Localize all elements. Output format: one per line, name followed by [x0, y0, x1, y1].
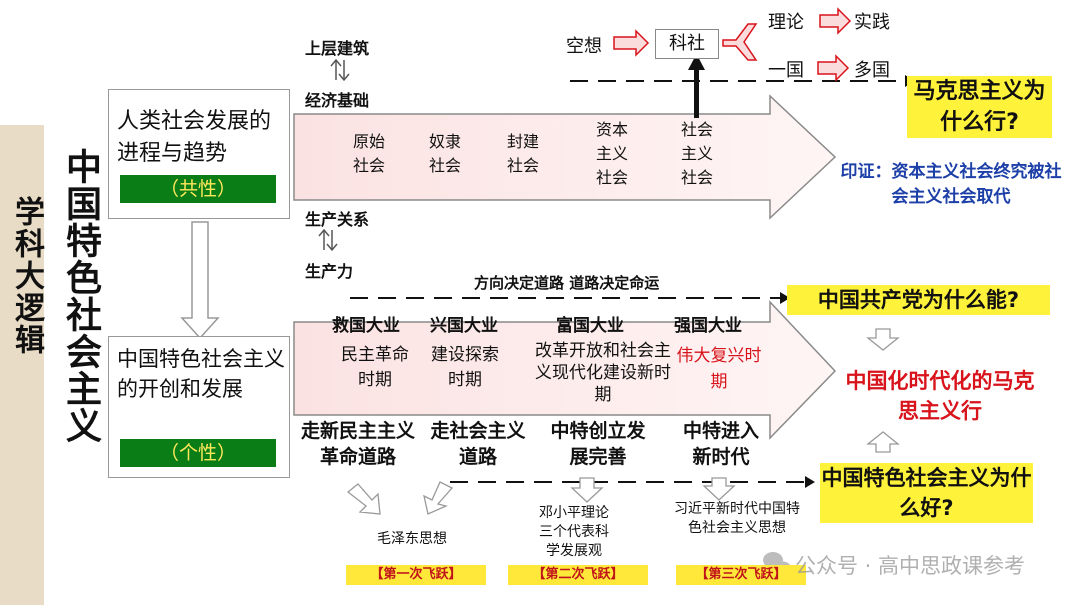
label-relations: 生产关系 [305, 210, 370, 229]
era-save-nation: 救国大业 [332, 316, 400, 336]
label-forces: 生产力 [305, 262, 354, 281]
jump-third: 【第三次飞跃】 [676, 565, 806, 585]
road-csc-founded: 中特创立发展完善 [550, 420, 646, 468]
common-tag: （共性） [120, 175, 276, 203]
individual-tag: （个性） [120, 439, 276, 467]
flow-many-countries: 多国 [854, 60, 890, 81]
period-reform: 改革开放和社会主义现代化建设新时期 [535, 341, 671, 405]
arrow-road2-to-mao [423, 481, 454, 515]
flow-theory: 理论 [768, 12, 804, 33]
flow-scientific: 科社 [655, 29, 719, 59]
stage-capitalist: 资本主义社会 [595, 120, 628, 187]
dashed-arrowhead-middle [780, 292, 790, 304]
arrow-road3-to-theory [570, 477, 604, 503]
arrow-theory-to-practice [819, 7, 852, 35]
arrow-utopia-to-scientific [613, 29, 650, 57]
proof-text: 印证：资本主义社会终究被社会主义社会取代 [840, 162, 1062, 207]
jump-second: 【第二次飞跃】 [508, 565, 648, 585]
flow-practice: 实践 [854, 12, 890, 33]
jump-first: 【第一次飞跃】 [346, 565, 486, 585]
era-rich-nation: 富国大业 [556, 316, 624, 336]
question-marxism: 马克思主义为什么行? [907, 76, 1052, 138]
period-rejuvenation: 伟大复兴时期 [676, 346, 762, 392]
flow-utopia: 空想 [566, 36, 602, 57]
socialism-up-arrow-head [688, 54, 705, 70]
dashed-arrowhead-bottom [805, 476, 815, 488]
watermark: 公众号 · 高中思政课参考 [795, 554, 1026, 578]
flow-one-country: 一国 [768, 60, 804, 81]
arrow-socialism-to-sinicized [866, 431, 900, 453]
stage-slave: 奴隶社会 [428, 132, 461, 175]
stage-primitive: 原始社会 [352, 132, 385, 175]
period-construction: 建设探索时期 [431, 345, 499, 390]
main-title: 中国特色社会主义 [60, 148, 101, 444]
common-box-text: 人类社会发展的进程与趋势 [117, 109, 272, 166]
boxes-down-arrow [180, 221, 220, 340]
stage-feudal: 封建社会 [506, 132, 539, 175]
exchange-arrows-upper [330, 58, 350, 82]
road-socialist: 走社会主义道路 [430, 420, 526, 468]
question-party: 中国共产党为什么能? [787, 285, 1050, 315]
individual-box-text: 中国特色社会主义的开创和发展 [117, 347, 285, 401]
side-title: 学科大逻辑 [9, 196, 44, 356]
theory-mao: 毛泽东思想 [377, 531, 447, 547]
label-superstructure: 上层建筑 [305, 39, 370, 58]
fork-arrow [722, 23, 758, 61]
top-flow-arrows [613, 7, 852, 82]
question-socialism: 中国特色社会主义为什么好? [820, 463, 1033, 523]
stage-socialist: 社会主义社会 [680, 120, 713, 187]
direction-text: 方向决定道路 道路决定命运 [474, 274, 660, 292]
arrow-road4-to-xi [702, 477, 736, 501]
road-new-democratic: 走新民主主义革命道路 [300, 420, 415, 468]
theory-xi: 习近平新时代中国特色社会主义思想 [674, 501, 800, 536]
arrow-party-to-sinicized [866, 328, 900, 351]
label-economic-base: 经济基础 [305, 91, 370, 110]
exchange-arrows-lower [318, 228, 338, 252]
arrow-road1-to-mao [346, 483, 381, 515]
socialism-up-arrow-shaft [694, 68, 699, 118]
era-strong-nation: 强国大业 [674, 316, 742, 336]
road-new-era: 中特进入新时代 [682, 420, 759, 468]
sinicized-marxism: 中国化时代化的马克思主义行 [845, 369, 1035, 423]
arrow-one-to-many [817, 54, 850, 82]
lower-big-arrow [293, 300, 837, 440]
theory-arrows [346, 477, 736, 515]
era-rise-nation: 兴国大业 [430, 316, 498, 336]
theory-deng: 邓小平理论三个代表科学发展观 [539, 505, 609, 559]
side-band [0, 125, 44, 605]
period-revolution: 民主革命时期 [341, 345, 409, 390]
upper-big-arrow [293, 94, 837, 220]
